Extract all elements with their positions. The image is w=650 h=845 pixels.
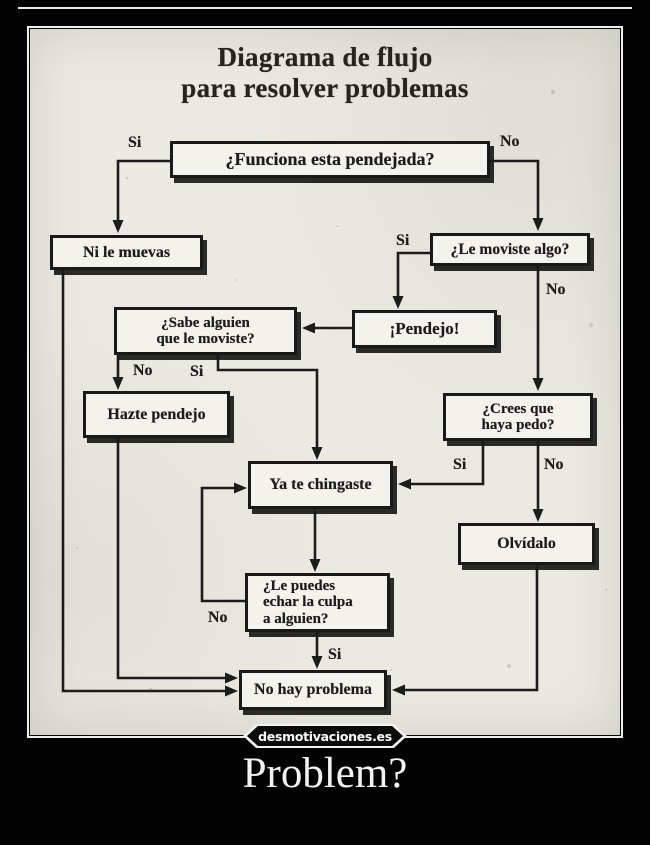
- node-hazte-pendejo: Hazte pendejo: [83, 391, 230, 438]
- node-ya-te-chingaste: Ya te chingaste: [248, 461, 393, 509]
- watermark-ribbon-fill: [247, 726, 403, 746]
- flowchart-scan: Diagrama de flujo para resolver problema…: [30, 29, 620, 735]
- arrowhead: [392, 296, 404, 309]
- edge-funciona-si: [116, 159, 170, 220]
- arrowhead: [311, 447, 323, 460]
- watermark-ribbon: desmotivaciones.es: [243, 724, 407, 748]
- edge-moviste-si: [396, 251, 430, 296]
- edge-ni-to-nohay: [61, 269, 225, 693]
- edge-label-culpa-si: Si: [328, 646, 342, 663]
- node-sabe-alguien: ¿Sabe alguien que le moviste?: [114, 307, 297, 355]
- edge-label-culpa-no: No: [208, 609, 228, 626]
- edge-label-moviste-no: No: [546, 281, 566, 298]
- node-no-hay-problema: No hay problema: [239, 670, 387, 710]
- edge-label-funciona-no: No: [500, 133, 520, 150]
- edge-olvidalo-to-nohay: [405, 565, 539, 692]
- node-crees-pedo: ¿Crees que haya pedo?: [443, 393, 593, 441]
- node-funciona: ¿Funciona esta pendejada?: [170, 141, 490, 178]
- edge-label-moviste-si: Si: [396, 232, 410, 249]
- arrowhead: [234, 482, 247, 494]
- arrowhead: [392, 684, 405, 696]
- arrowhead: [302, 322, 315, 334]
- edge-culpa-no: [200, 486, 245, 603]
- edge-label-crees-no: No: [544, 456, 564, 473]
- arrowhead: [311, 656, 323, 669]
- node-ni-le-muevas: Ni le muevas: [50, 235, 203, 270]
- edge-label-crees-si: Si: [453, 456, 467, 473]
- caption-text: Problem?: [242, 750, 408, 797]
- edge-funciona-no: [490, 159, 540, 218]
- arrowhead: [112, 377, 124, 390]
- edge-sabe-si: [216, 354, 319, 447]
- node-pendejo: ¡Pendejo!: [352, 310, 497, 348]
- node-olvidalo: Olvídalo: [458, 523, 595, 565]
- arrowhead: [532, 218, 544, 231]
- node-le-moviste: ¿Le moviste algo?: [430, 233, 590, 266]
- flowchart-title-line2: para resolver problemas: [181, 72, 469, 103]
- photo-frame: Diagrama de flujo para resolver problema…: [27, 26, 623, 738]
- arrowhead: [112, 220, 124, 233]
- arrowhead: [225, 685, 238, 697]
- edge-label-sabe-si: Si: [190, 363, 204, 380]
- arrowhead: [225, 672, 238, 684]
- watermark-text: desmotivaciones.es: [258, 728, 392, 744]
- edge-label-funciona-si: Si: [128, 134, 142, 151]
- node-echar-culpa: ¿Le puedes echar la culpa a alguien?: [245, 573, 390, 632]
- flowchart-wires: [61, 159, 544, 697]
- frame-top-line: [18, 7, 632, 9]
- edge-label-sabe-no: No: [133, 362, 153, 379]
- arrowhead: [398, 478, 411, 490]
- flowchart-title-line1: Diagrama de flujo: [217, 42, 433, 72]
- arrowhead: [532, 378, 544, 391]
- arrowhead: [309, 559, 321, 572]
- arrowhead: [532, 509, 544, 522]
- edge-hazte-to-nohay: [116, 438, 225, 680]
- flowchart-title: Diagrama de flujo para resolver problema…: [30, 42, 620, 103]
- edge-crees-si: [411, 440, 485, 486]
